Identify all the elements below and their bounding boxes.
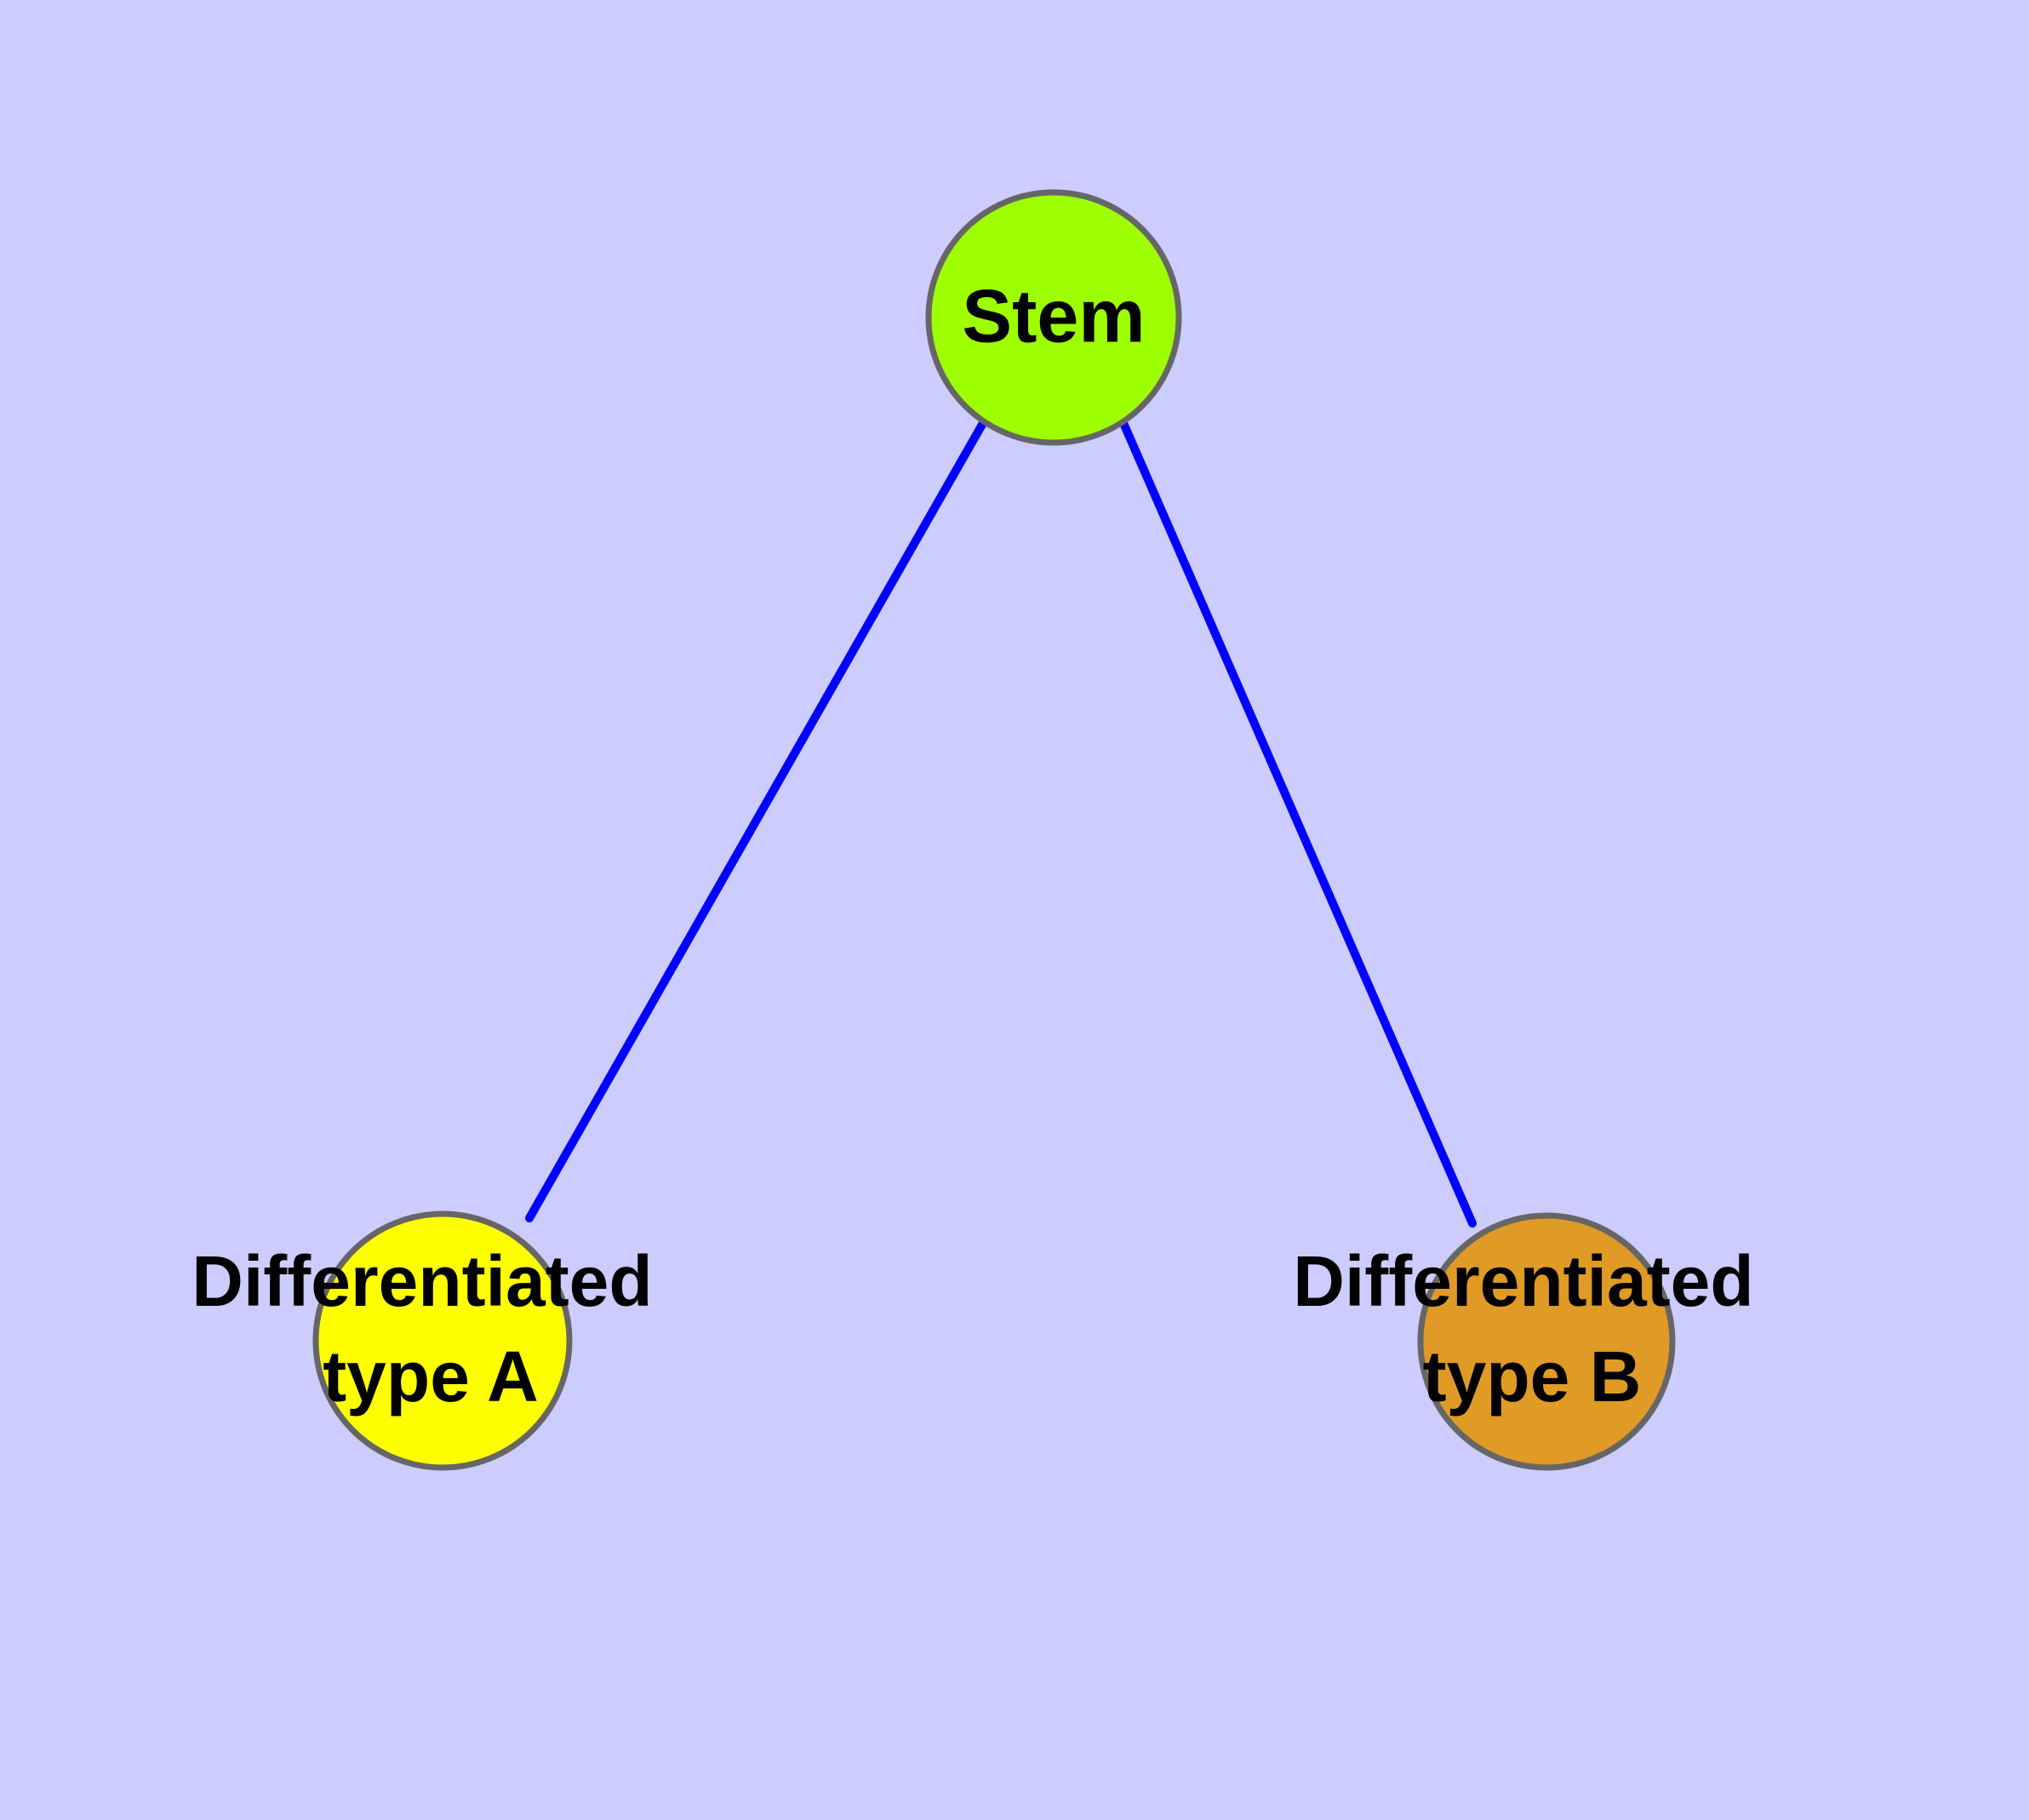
node-diff-b[interactable] [1417,1212,1676,1471]
node-stem[interactable]: Stem [925,189,1182,446]
edge-stem-to-diff-b[interactable] [1119,419,1477,1228]
node-diff-a-label-line-2: type A [323,1336,539,1417]
node-stem-circle[interactable] [925,189,1182,446]
node-diff-a-label-line-1: Differentiated [191,1241,652,1321]
node-diff-b-circle[interactable] [1417,1212,1676,1471]
node-diff-a[interactable] [312,1210,573,1471]
node-diff-a-circle[interactable] [312,1210,573,1471]
edge-layer [525,419,1477,1228]
edge-stem-to-diff-a[interactable] [525,419,987,1222]
node-diff-b-label-line-2: type B [1423,1336,1642,1417]
label-layer: Differentiated type A Differentiated typ… [191,1241,1753,1417]
node-diff-b-label-line-1: Differentiated [1293,1241,1753,1321]
node-stem-label: Stem [962,273,1145,358]
